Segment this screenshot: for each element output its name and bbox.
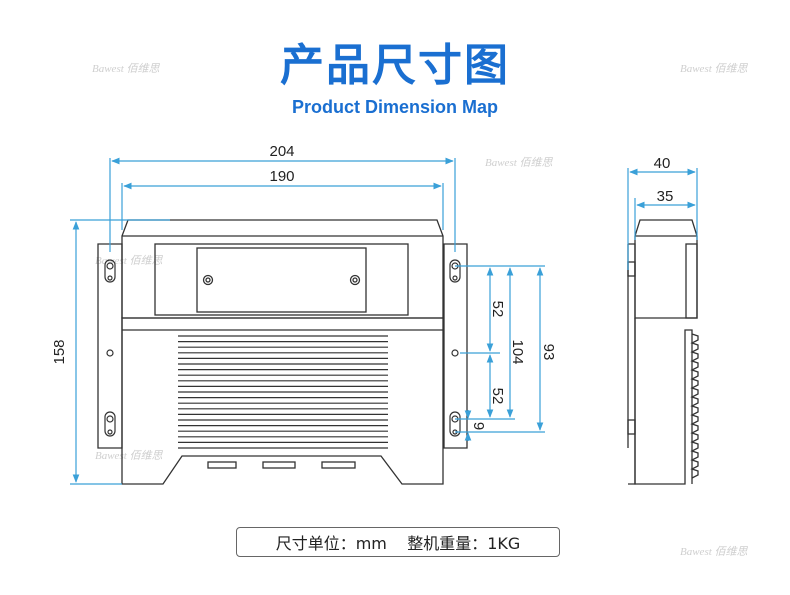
- mounting-bracket: [97, 243, 123, 449]
- watermark-logo: Bawest 佰维思: [680, 546, 748, 558]
- mounting-holes: [104, 259, 461, 437]
- dim-label-width-inner: 190: [269, 168, 294, 185]
- dim-label-mount-span: 104: [509, 339, 526, 364]
- nameplate: [196, 247, 367, 313]
- dim-label-depth-body: 35: [657, 188, 674, 205]
- watermark-logo: Bawest 佰维思: [485, 157, 553, 169]
- dim-label-side-span: 93: [540, 344, 557, 361]
- watermark-logo: Bawest 佰维思: [92, 63, 160, 75]
- dim-label-mount-upper: 52: [489, 301, 506, 318]
- dim-label-mount-offset: 9: [470, 422, 487, 430]
- page-subtitle: Product Dimension Map: [291, 97, 498, 117]
- side-top-lid: [634, 219, 698, 319]
- side-dimension-lines: [627, 168, 698, 270]
- vent-grille: [178, 335, 388, 449]
- heat-sink-fins: [690, 333, 699, 479]
- side-body: [634, 318, 693, 485]
- front-dimension-lines: [70, 157, 545, 485]
- lower-body: [121, 317, 444, 485]
- front-view: [97, 219, 468, 485]
- label-plate: [154, 243, 409, 316]
- spec-unit: 尺寸单位：mm: [275, 534, 387, 553]
- dim-label-depth-overall: 40: [654, 155, 671, 172]
- dim-label-mount-lower: 52: [489, 388, 506, 405]
- page-title: 产品尺寸图: [280, 40, 510, 91]
- watermark-logo: Bawest 佰维思: [95, 450, 163, 462]
- spec-box: 尺寸单位：mm 整机重量：1KG: [236, 527, 560, 557]
- dim-label-width-overall: 204: [269, 143, 294, 160]
- watermark-logo: Bawest 佰维思: [680, 63, 748, 75]
- top-lid: [121, 219, 444, 319]
- spec-weight: 整机重量：1KG: [407, 534, 521, 553]
- side-view: [627, 219, 699, 485]
- dim-label-height: 158: [51, 339, 68, 364]
